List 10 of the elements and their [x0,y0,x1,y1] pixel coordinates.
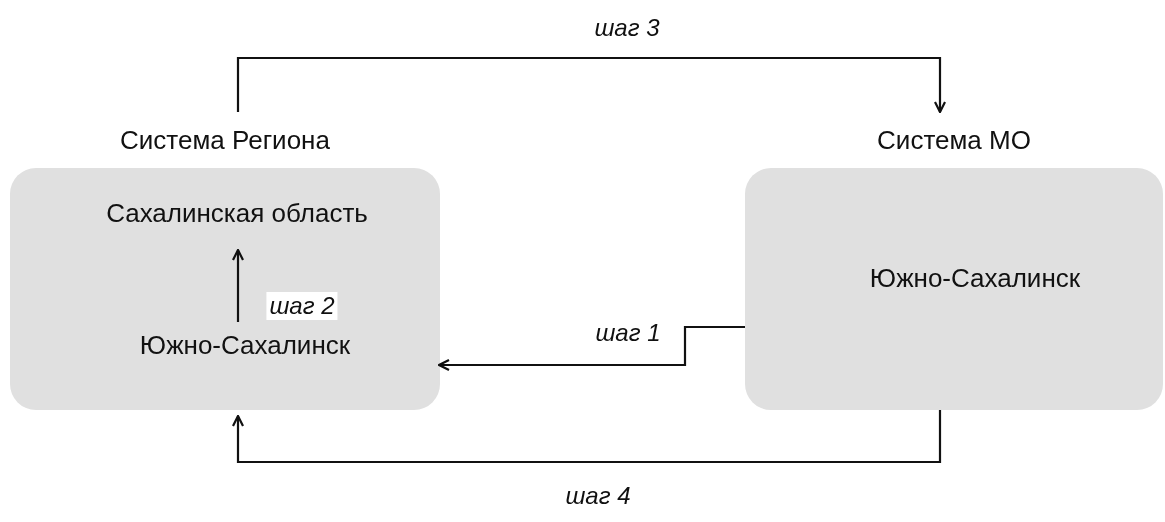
arrow [231,248,245,322]
arrow [231,410,942,464]
system-heading: Система Региона [120,124,330,156]
city-label: Южно-Сахалинск [868,263,1082,294]
edge-label: шаг 2 [266,292,338,320]
system-heading: Система МО [877,124,1031,156]
region-label: Южно-Сахалинск [138,330,352,361]
arrow [437,325,745,372]
region-label: Сахалинская область [105,198,369,229]
arrow [236,56,947,114]
